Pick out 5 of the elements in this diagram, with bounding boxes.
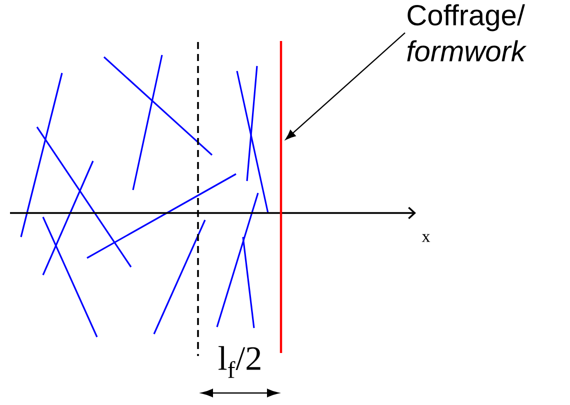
formwork-line [280, 41, 282, 353]
callout-text: Coffrage/ formwork [407, 4, 527, 62]
arrow [286, 32, 406, 140]
axis-label: x [422, 234, 430, 242]
dimension-label: l$_{f}$/2 [218, 346, 260, 378]
